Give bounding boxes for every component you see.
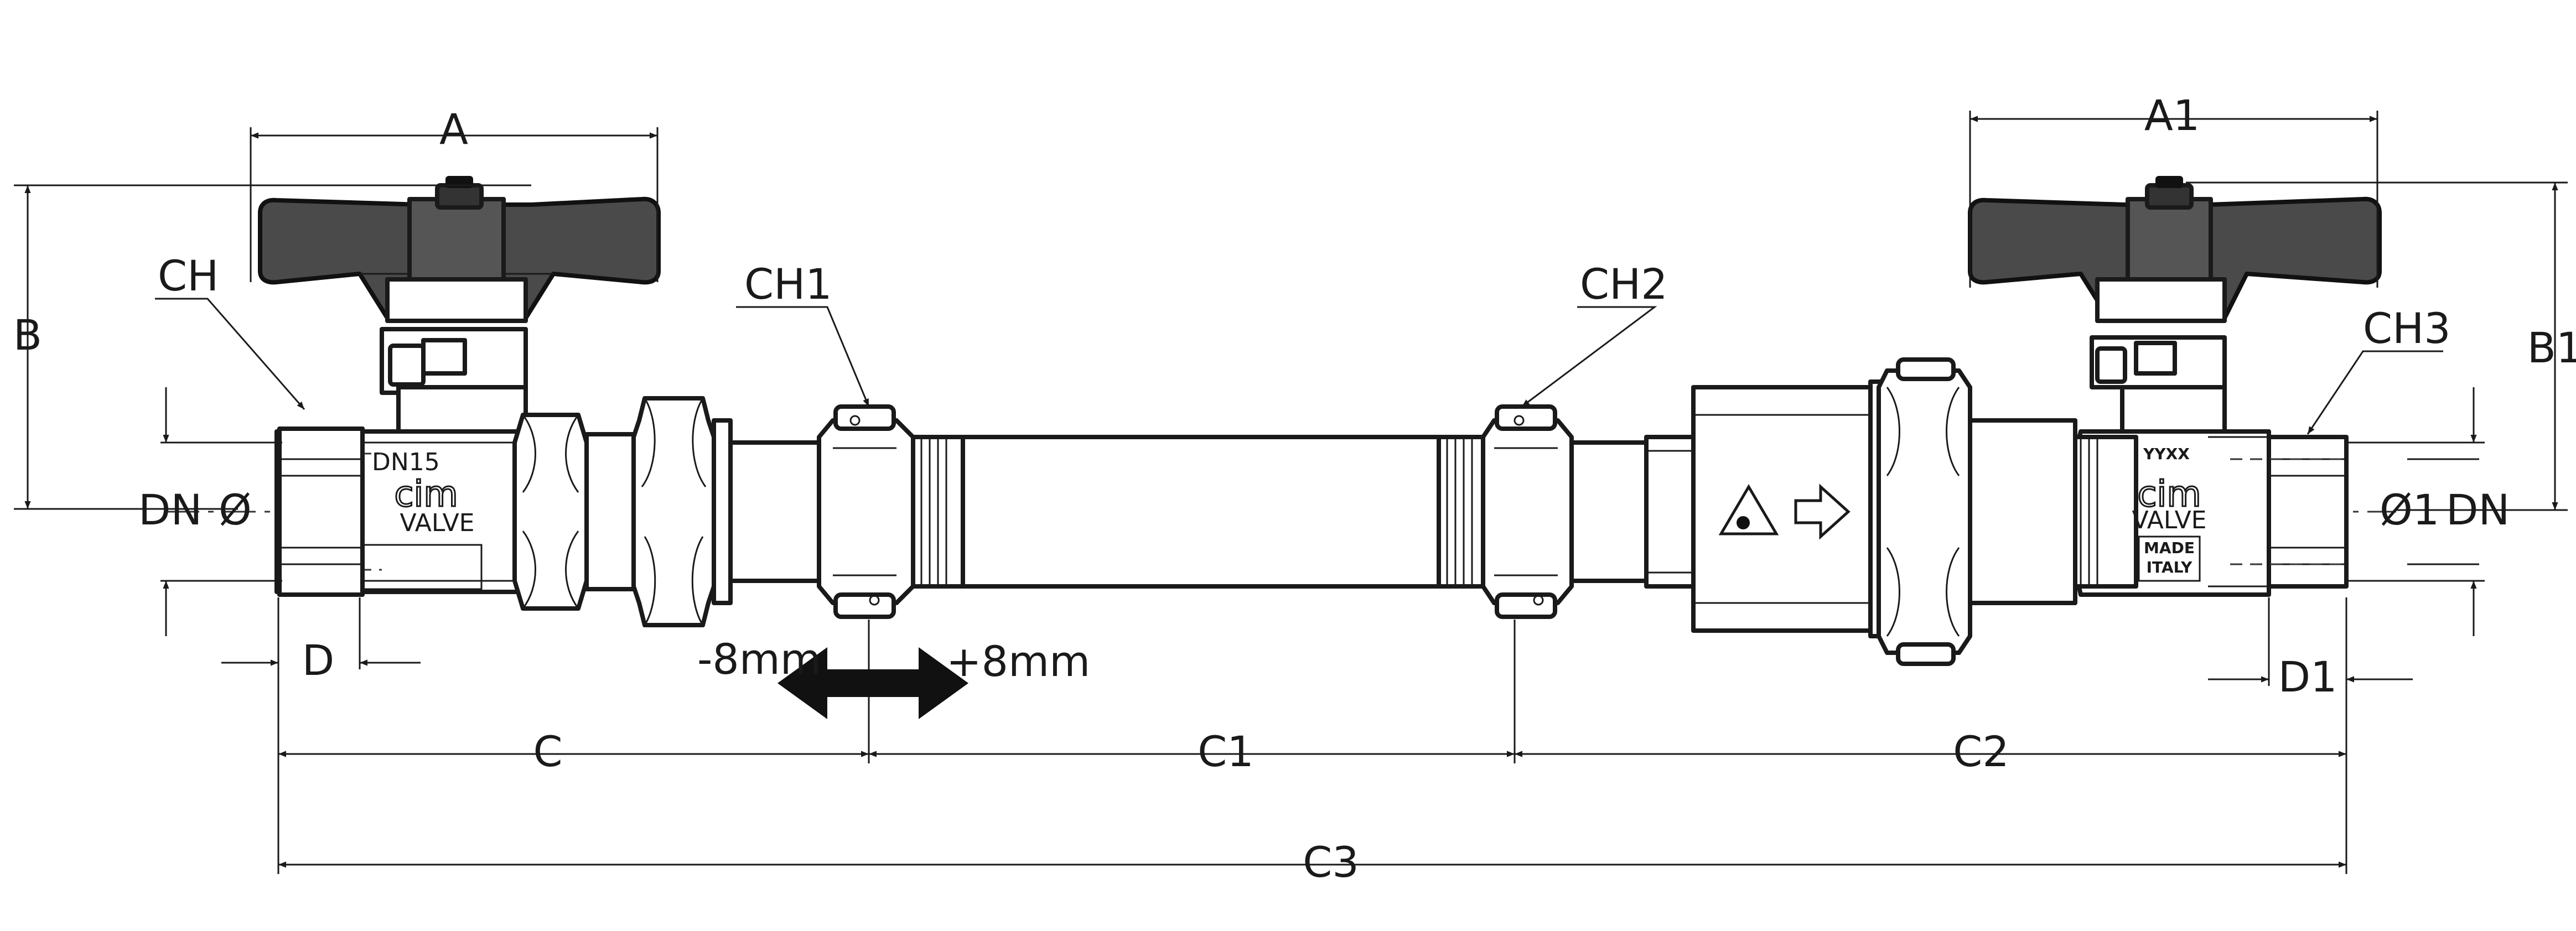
left-valve-hex-nut — [512, 413, 589, 611]
right-valve-origin-marking-1: MADE — [2144, 539, 2195, 557]
dimension-label-CH3: CH3 — [2363, 304, 2451, 353]
dimension-label-DN-right: DN — [2446, 485, 2510, 534]
right-compression-nut — [1481, 404, 1574, 619]
adjustment-double-arrow — [778, 647, 968, 719]
pipe-left — [728, 440, 832, 583]
middle-tube — [961, 435, 1452, 589]
dimension-label-CH2: CH2 — [1580, 259, 1668, 309]
dimension-label-B1: B1 — [2527, 323, 2576, 372]
flow-direction-arrow — [1794, 483, 1851, 540]
right-valve-type-marking: VALVE — [2132, 506, 2207, 534]
left-union-hex-nut — [631, 396, 733, 627]
pipe-right — [1569, 440, 1649, 583]
right-valve-brand-logo: cim — [2137, 474, 2201, 515]
adjustment-minus-label: -8mm — [697, 634, 821, 684]
left-thread-end — [277, 427, 365, 597]
dimension-label-D1: D1 — [2278, 652, 2337, 701]
tube-thread-left — [911, 435, 965, 589]
dimension-label-CH1: CH1 — [744, 259, 832, 309]
right-valve-handle — [1968, 176, 2382, 323]
right-thread-end — [2230, 435, 2349, 589]
dimension-label-CH: CH — [158, 251, 219, 300]
left-valve-brand-logo: cim — [394, 474, 458, 515]
left-compression-nut — [817, 404, 915, 619]
right-ball-valve: YYXX cim VALVE MADE ITALY — [1968, 176, 2382, 597]
dimension-label-B: B — [13, 310, 42, 360]
dimension-label-A1: A1 — [2144, 91, 2200, 140]
manufacturer-triangle-logo — [1718, 484, 1779, 535]
dimension-label-diameter-left: Ø — [219, 485, 252, 534]
left-valve-size-marking: DN15 — [372, 448, 440, 476]
check-valve-body — [1644, 385, 1873, 633]
union-hex-nut-right — [1868, 357, 2077, 666]
left-valve-type-marking: VALVE — [400, 509, 475, 537]
dimension-label-diameter-right: Ø1 — [2380, 485, 2439, 534]
dimension-label-C1: C1 — [1198, 727, 1253, 776]
tube-thread-right — [1437, 435, 1485, 589]
adjustment-plus-label: +8mm — [946, 637, 1090, 686]
dimension-label-A: A — [439, 105, 468, 154]
dimension-label-C: C — [533, 727, 562, 776]
dimension-label-C2: C2 — [1953, 727, 2009, 776]
left-valve-handle — [258, 176, 661, 323]
dimension-label-C3: C3 — [1303, 838, 1359, 887]
right-valve-code-marking: YYXX — [2143, 445, 2190, 463]
right-valve-origin-marking-2: ITALY — [2147, 558, 2193, 576]
dimension-label-DN-left: DN — [138, 485, 202, 534]
dimension-label-D: D — [302, 636, 335, 685]
